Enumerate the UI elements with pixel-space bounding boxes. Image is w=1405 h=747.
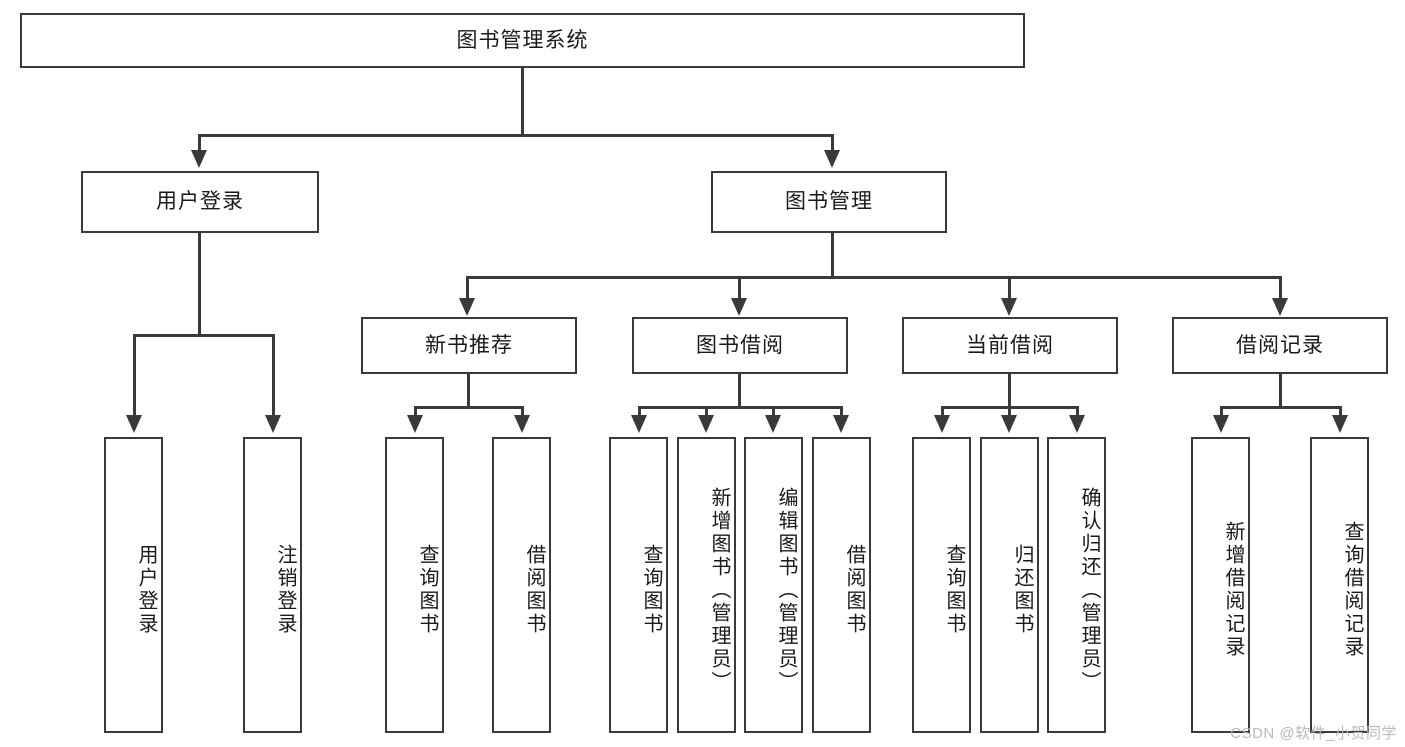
node-label: 查询图书: [640, 544, 662, 636]
arrowhead-current-borrow-leaf-3: [1069, 415, 1085, 433]
node-label: 确认归还（管理员）: [1078, 486, 1100, 694]
node-root-book-management-system[interactable]: 图书管理系统: [20, 13, 1025, 68]
connector-new-book-leaf-1: [414, 406, 417, 418]
leaf-user-login-2[interactable]: 注销登录: [243, 437, 302, 733]
connector-book-borrow-leaf-1: [638, 406, 641, 418]
arrowhead-borrow-record-leaf-1: [1213, 415, 1229, 433]
leaf-new-book-1[interactable]: 查询图书: [385, 437, 444, 733]
arrowhead-to-user-login: [191, 150, 207, 168]
connector-bm-to-book-borrow: [738, 276, 741, 301]
node-book-management[interactable]: 图书管理: [711, 171, 947, 233]
node-label: 归还图书: [1011, 544, 1033, 636]
connector-user-login-to-leaf-2: [272, 334, 275, 418]
leaf-borrow-record-2[interactable]: 查询借阅记录: [1310, 437, 1369, 733]
connector-user-login-stem: [198, 233, 201, 336]
node-new-book-recommend[interactable]: 新书推荐: [361, 317, 577, 374]
arrowhead-book-borrow-leaf-2: [698, 415, 714, 433]
node-book-borrow[interactable]: 图书借阅: [632, 317, 848, 374]
arrowhead-to-book-management: [824, 150, 840, 168]
arrowhead-book-borrow-leaf-1: [631, 415, 647, 433]
node-label: 编辑图书（管理员）: [775, 486, 797, 694]
arrowhead-new-book-leaf-1: [407, 415, 423, 433]
arrowhead-user-login-leaf-1: [126, 415, 142, 433]
node-label: 图书管理系统: [456, 28, 589, 52]
node-label: 新书推荐: [425, 333, 513, 357]
leaf-user-login-1[interactable]: 用户登录: [104, 437, 163, 733]
node-label: 图书管理: [785, 190, 873, 214]
connector-bm-to-current-borrow: [1008, 276, 1011, 301]
connector-borrow-record-leaf-1: [1220, 406, 1223, 418]
leaf-borrow-record-1[interactable]: 新增借阅记录: [1191, 437, 1250, 733]
connector-current-borrow-leaf-2: [1008, 406, 1011, 418]
connector-user-login-bus: [133, 334, 275, 337]
connector-bm-to-borrow-record: [1279, 276, 1282, 301]
connector-book-borrow-leaf-4: [840, 406, 843, 418]
leaf-current-borrow-2[interactable]: 归还图书: [980, 437, 1039, 733]
connector-book-management-bus: [466, 276, 1282, 279]
node-label: 注销登录: [274, 544, 296, 636]
connector-borrow-record-leaf-2: [1339, 406, 1342, 418]
connector-current-borrow-stem: [1008, 374, 1011, 408]
leaf-book-borrow-3[interactable]: 编辑图书（管理员）: [744, 437, 803, 733]
node-label: 借阅记录: [1236, 333, 1324, 357]
node-label: 用户登录: [135, 544, 157, 636]
connector-current-borrow-leaf-3: [1076, 406, 1079, 418]
node-label: 新增借阅记录: [1222, 521, 1244, 659]
node-label: 查询图书: [943, 544, 965, 636]
node-label: 图书借阅: [696, 333, 784, 357]
connector-book-borrow-leaf-2: [705, 406, 708, 418]
arrowhead-new-book-leaf-2: [514, 415, 530, 433]
connector-bm-to-new-book: [466, 276, 469, 301]
arrowhead-book-borrow-leaf-3: [765, 415, 781, 433]
node-user-login[interactable]: 用户登录: [81, 171, 319, 233]
connector-current-borrow-leaf-1: [941, 406, 944, 418]
arrowhead-new-book-recommend: [459, 298, 475, 316]
connector-root-bus: [198, 134, 834, 137]
connector-new-book-leaf-2: [521, 406, 524, 418]
arrowhead-book-borrow: [731, 298, 747, 316]
connector-new-book-bus: [414, 406, 524, 409]
leaf-book-borrow-2[interactable]: 新增图书（管理员）: [677, 437, 736, 733]
connector-book-borrow-bus: [638, 406, 842, 409]
node-label: 查询借阅记录: [1341, 521, 1363, 659]
connector-root-stem: [521, 68, 524, 135]
node-label: 借阅图书: [523, 544, 545, 636]
arrowhead-current-borrow-leaf-2: [1001, 415, 1017, 433]
connector-new-book-stem: [467, 374, 470, 408]
node-borrow-record[interactable]: 借阅记录: [1172, 317, 1388, 374]
csdn-watermark: CSDN @软件_小贺同学: [1230, 725, 1397, 742]
connector-book-management-stem: [831, 233, 834, 278]
connector-borrow-record-stem: [1279, 374, 1282, 408]
leaf-book-borrow-1[interactable]: 查询图书: [609, 437, 668, 733]
node-label: 查询图书: [416, 544, 438, 636]
connector-book-borrow-leaf-3: [772, 406, 775, 418]
node-label: 新增图书（管理员）: [708, 486, 730, 694]
connector-root-to-book-management: [831, 134, 834, 154]
node-current-borrow[interactable]: 当前借阅: [902, 317, 1118, 374]
connector-user-login-to-leaf-1: [133, 334, 136, 418]
arrowhead-book-borrow-leaf-4: [833, 415, 849, 433]
arrowhead-borrow-record-leaf-2: [1332, 415, 1348, 433]
connector-book-borrow-stem: [738, 374, 741, 408]
node-label: 用户登录: [156, 190, 244, 214]
leaf-book-borrow-4[interactable]: 借阅图书: [812, 437, 871, 733]
arrowhead-borrow-record: [1272, 298, 1288, 316]
arrowhead-current-borrow: [1001, 298, 1017, 316]
arrowhead-user-login-leaf-2: [265, 415, 281, 433]
arrowhead-current-borrow-leaf-1: [934, 415, 950, 433]
connector-root-to-user-login: [198, 134, 201, 154]
connector-borrow-record-bus: [1220, 406, 1342, 409]
leaf-current-borrow-1[interactable]: 查询图书: [912, 437, 971, 733]
leaf-current-borrow-3[interactable]: 确认归还（管理员）: [1047, 437, 1106, 733]
leaf-new-book-2[interactable]: 借阅图书: [492, 437, 551, 733]
node-label: 当前借阅: [966, 333, 1054, 357]
node-label: 借阅图书: [843, 544, 865, 636]
